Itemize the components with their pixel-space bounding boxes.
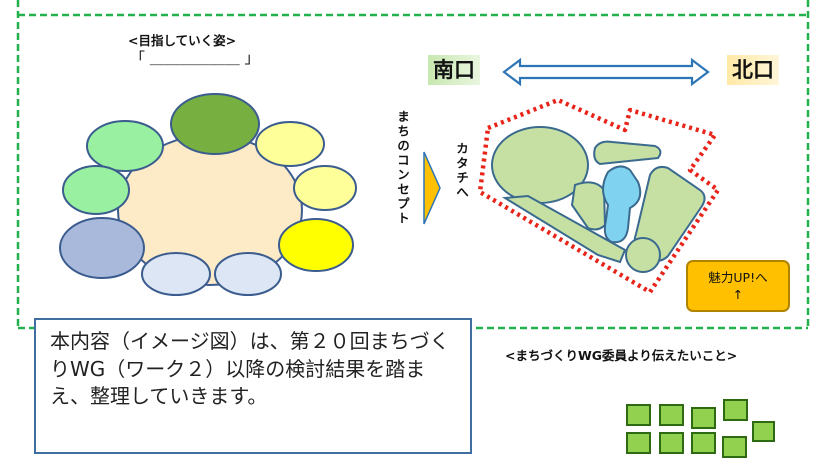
sticky-note xyxy=(626,404,651,426)
double-arrow-icon xyxy=(502,57,710,87)
water-feature xyxy=(602,165,642,244)
concept-circle-bottom-1 xyxy=(141,252,211,296)
up-arrow-icon: ↑ xyxy=(732,287,744,302)
concept-circle-top-right xyxy=(255,121,325,167)
charm-up-button[interactable]: 魅力UP!へ ↑ xyxy=(686,260,790,312)
sticky-note xyxy=(691,432,716,454)
north-exit-label: 北口 xyxy=(727,55,779,85)
sticky-note xyxy=(659,432,684,454)
sticky-note xyxy=(691,407,716,429)
sticky-note xyxy=(722,436,747,458)
sticky-note xyxy=(752,421,775,442)
concept-circle-left xyxy=(62,165,130,215)
sticky-note xyxy=(659,404,684,426)
charm-up-label: 魅力UP!へ xyxy=(708,270,768,285)
goal-title: <目指していく姿> xyxy=(128,33,237,48)
town-concept-label: まちのコンセプト xyxy=(395,110,410,226)
site-block-diagonal-strip xyxy=(501,194,627,264)
sticky-note xyxy=(626,432,651,454)
sticky-notes xyxy=(626,399,775,458)
concept-circle-bottom-left xyxy=(59,217,145,279)
chevron-arrow-icon xyxy=(423,151,441,225)
dashed-frame xyxy=(16,0,810,330)
concept-circle-bottom-2 xyxy=(214,252,282,296)
south-exit-label: 南口 xyxy=(428,55,480,85)
committee-messages-title: <まちづくりWG委員より伝えたいこと> xyxy=(505,348,738,363)
note-text: 本内容（イメージ図）は、第２０回まちづくりWG（ワーク２）以降の検討結果を踏まえ… xyxy=(50,329,450,408)
concept-circle-right xyxy=(293,165,357,211)
note-box: 本内容（イメージ図）は、第２０回まちづくりWG（ワーク２）以降の検討結果を踏まえ… xyxy=(34,318,472,454)
to-form-label: カタチへ xyxy=(454,142,469,200)
concept-circle-top-left xyxy=(86,120,164,172)
site-block-circle xyxy=(625,237,661,273)
goal-blank-bracket: 「 ＿＿＿＿＿＿ 」 xyxy=(130,49,260,67)
concept-circle-top xyxy=(170,93,260,155)
sticky-note xyxy=(723,399,748,421)
site-boundary xyxy=(477,97,721,295)
concept-circle-right-bottom xyxy=(278,218,354,272)
site-block-top-strip xyxy=(593,140,662,166)
